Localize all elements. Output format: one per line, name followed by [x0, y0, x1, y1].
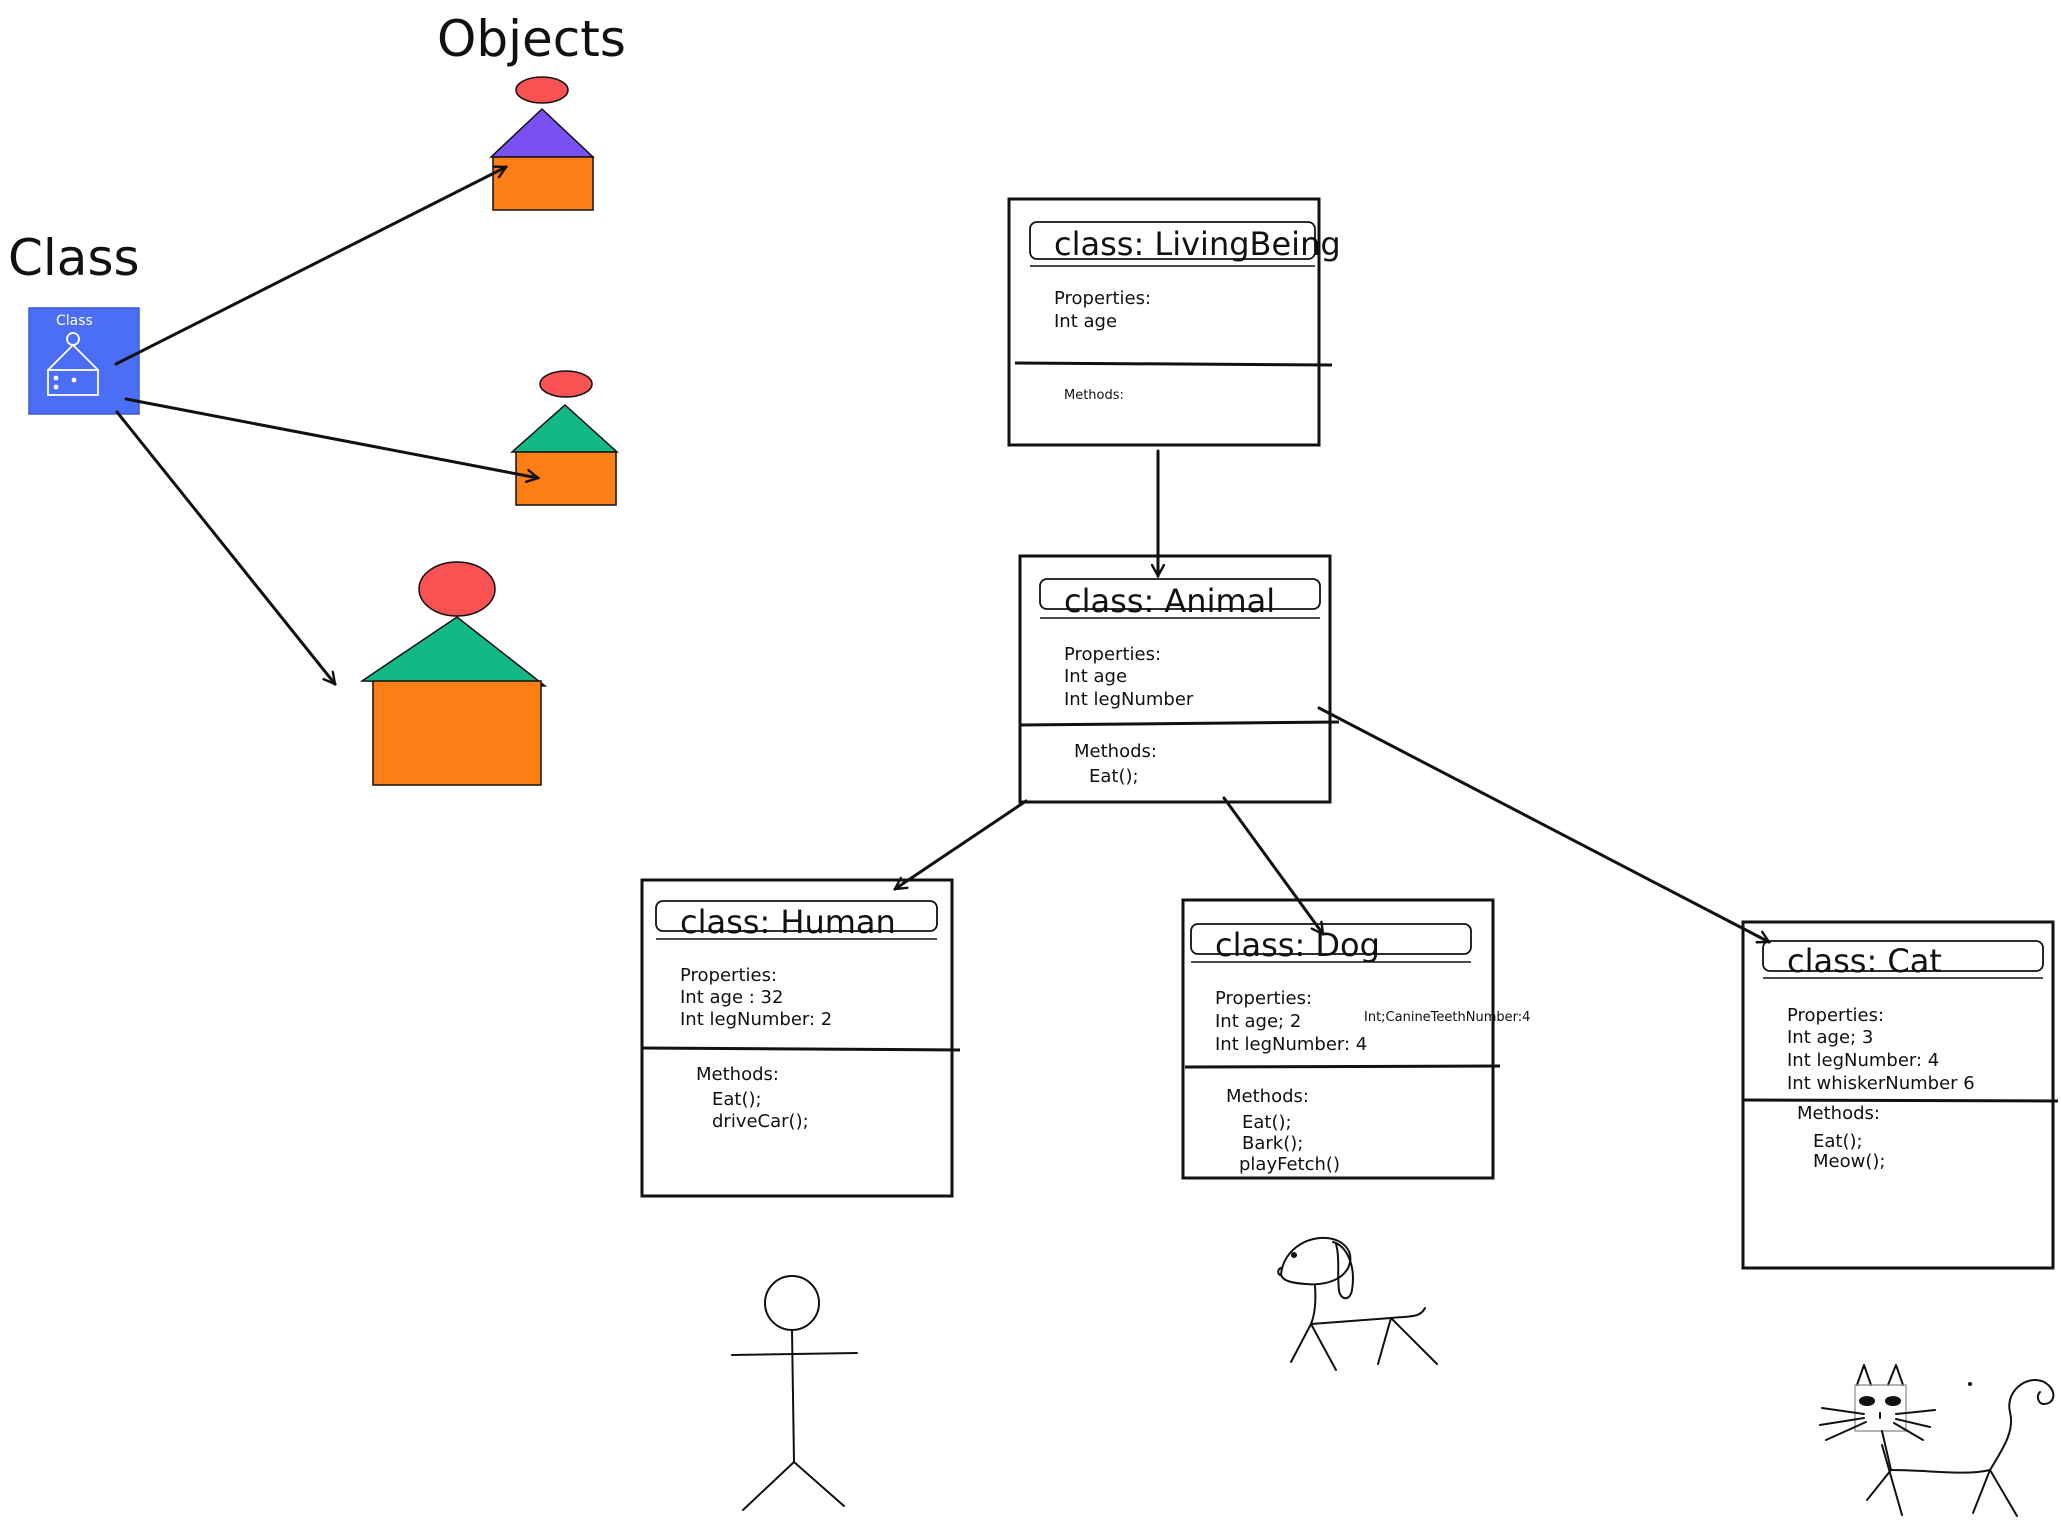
human-property: Int legNumber: 2 [680, 1009, 832, 1030]
livingbeing-title-frame [1029, 221, 1316, 260]
livingbeing-property: Int age [1054, 311, 1117, 332]
class-box-animal[interactable]: class: Animal Properties: Int age Int le… [1018, 554, 1340, 804]
animal-box [1018, 554, 1332, 804]
class-box-human[interactable]: class: Human Properties: Int age : 32 In… [640, 878, 961, 1198]
dog-title: class: Dog [1215, 926, 1380, 964]
human-title-frame [655, 900, 938, 932]
cat-property: Int age; 3 [1787, 1027, 1873, 1048]
dog-title-frame [1190, 923, 1472, 955]
object-3-top [418, 561, 496, 617]
arrow-animal-to-cat [1317, 706, 1769, 944]
animal-divider [1019, 720, 1340, 727]
arrow-class-to-object-1 [114, 167, 506, 366]
human-property: Int age : 32 [680, 987, 783, 1008]
arrow-animal-to-human [895, 799, 1028, 891]
human-method: Eat(); [712, 1089, 762, 1110]
livingbeing-methods-label: Methods: [1064, 388, 1124, 403]
livingbeing-properties-label: Properties: [1054, 288, 1151, 309]
human-box [640, 878, 954, 1198]
cat-property: Int whiskerNumber 6 [1787, 1073, 1975, 1094]
animal-title: class: Animal [1064, 582, 1275, 620]
dog-method: Eat(); [1242, 1112, 1292, 1133]
livingbeing-box [1007, 197, 1321, 447]
object-3-roof [359, 616, 548, 687]
cat-method: Meow(); [1813, 1151, 1885, 1172]
cat-title: class: Cat [1787, 942, 1942, 980]
object-2-top [539, 370, 593, 398]
cat-doodle-icon [1819, 1364, 2055, 1517]
livingbeing-divider [1014, 361, 1333, 367]
object-1-roof [489, 107, 595, 158]
class-box-cat[interactable]: class: Cat Properties: Int age; 3 Int le… [1741, 920, 2059, 1270]
dog-doodle-icon [1277, 1236, 1438, 1371]
cat-properties-label: Properties: [1787, 1005, 1884, 1026]
dog-divider [1184, 1064, 1501, 1069]
animal-method: Eat(); [1089, 766, 1139, 787]
object-2-roof [510, 403, 619, 453]
cat-methods-label: Methods: [1797, 1103, 1880, 1124]
animal-property: Int legNumber [1064, 689, 1194, 710]
arrow-class-to-object-2 [124, 397, 538, 478]
objects-heading: Objects [437, 10, 626, 68]
cat-box [1741, 920, 2055, 1270]
arrow-class-to-object-3 [115, 410, 335, 684]
class-icon-label: Class [56, 313, 93, 329]
class-box-livingbeing[interactable]: class: LivingBeing Properties: Int age M… [1007, 197, 1341, 447]
dog-extra-property: Int;CanineTeethNumber:4 [1364, 1010, 1530, 1025]
arrow-animal-to-dog [1222, 796, 1325, 934]
dog-method: playFetch() [1239, 1154, 1340, 1175]
dog-method: Bark(); [1242, 1133, 1303, 1154]
human-title: class: Human [680, 903, 896, 941]
object-1-top [515, 76, 569, 104]
animal-property: Int age [1064, 666, 1127, 687]
object-instance-3[interactable] [359, 561, 548, 786]
stick-figure-icon [731, 1275, 858, 1511]
human-divider [641, 1046, 961, 1052]
object-1-body [492, 156, 594, 211]
object-instance-2[interactable] [510, 370, 619, 506]
dog-box [1181, 898, 1495, 1180]
class-heading: Class [8, 229, 140, 287]
cat-property: Int legNumber: 4 [1787, 1050, 1939, 1071]
animal-methods-label: Methods: [1074, 741, 1157, 762]
object-instance-1[interactable] [489, 76, 595, 211]
dog-properties-label: Properties: [1215, 988, 1312, 1009]
dog-property: Int age; 2 [1215, 1011, 1301, 1032]
class-box-dog[interactable]: class: Dog Properties: Int age; 2 Int le… [1181, 898, 1530, 1180]
cat-divider [1742, 1098, 2059, 1103]
object-2-body [515, 451, 617, 506]
cat-method: Eat(); [1813, 1131, 1863, 1152]
cat-title-frame [1762, 940, 2044, 972]
house-outline-icon [47, 332, 99, 396]
object-3-body [372, 680, 542, 786]
human-methods-label: Methods: [696, 1064, 779, 1085]
animal-properties-label: Properties: [1064, 644, 1161, 665]
human-method: driveCar(); [712, 1111, 809, 1132]
dog-methods-label: Methods: [1226, 1086, 1309, 1107]
livingbeing-title: class: LivingBeing [1054, 225, 1341, 263]
human-properties-label: Properties: [680, 965, 777, 986]
dog-property: Int legNumber: 4 [1215, 1034, 1367, 1055]
animal-title-frame [1039, 578, 1321, 610]
